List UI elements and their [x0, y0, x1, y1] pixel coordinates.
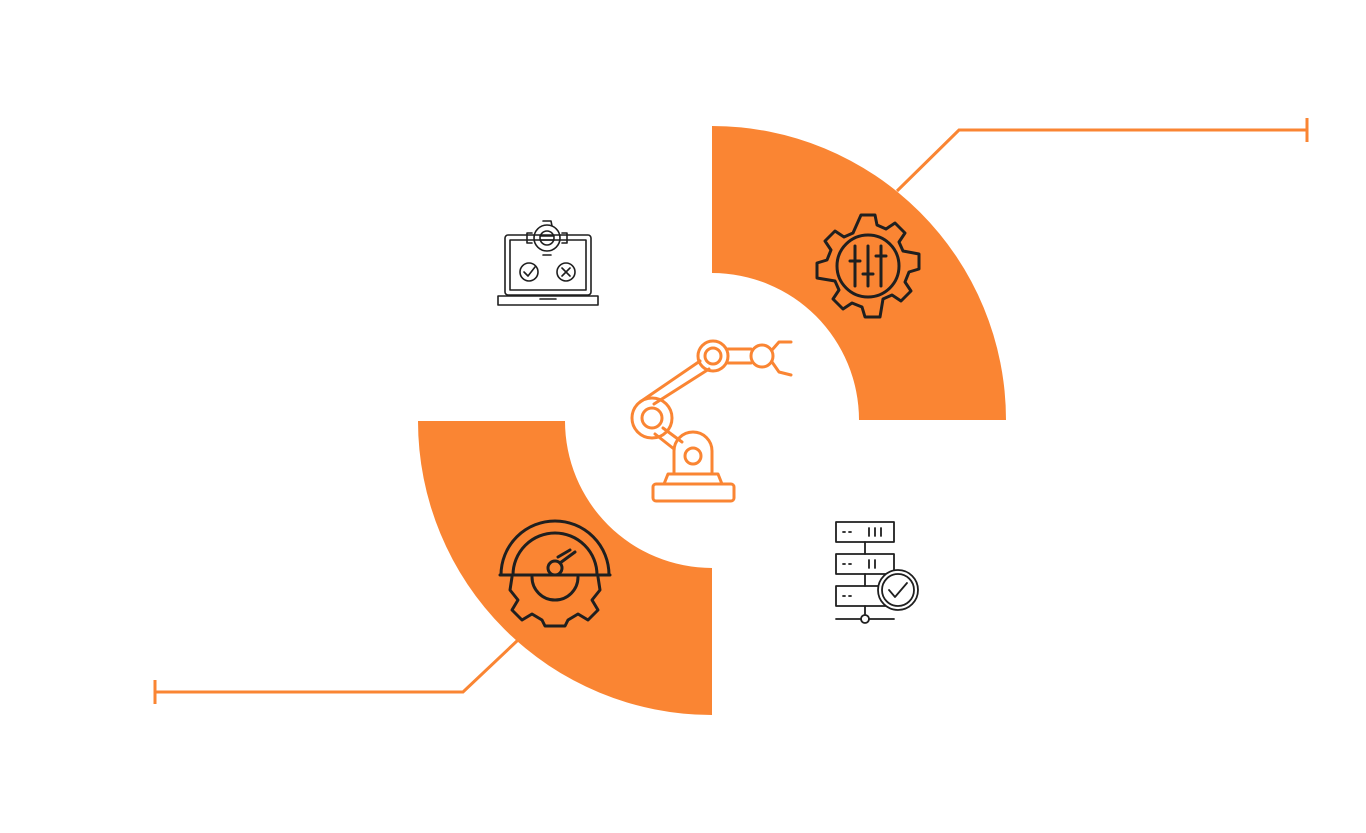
gauge-gear-icon	[498, 519, 612, 628]
segment-bottom-left	[418, 421, 712, 715]
robotic-arm-icon	[630, 339, 793, 503]
server-check-icon	[835, 521, 919, 624]
gear-with-sliders-icon	[815, 213, 921, 319]
connector-bottom-left	[153, 638, 520, 704]
laptop-settings-icon	[497, 220, 599, 306]
connector-top-right	[895, 118, 1309, 193]
segment-top-right	[712, 126, 1006, 420]
